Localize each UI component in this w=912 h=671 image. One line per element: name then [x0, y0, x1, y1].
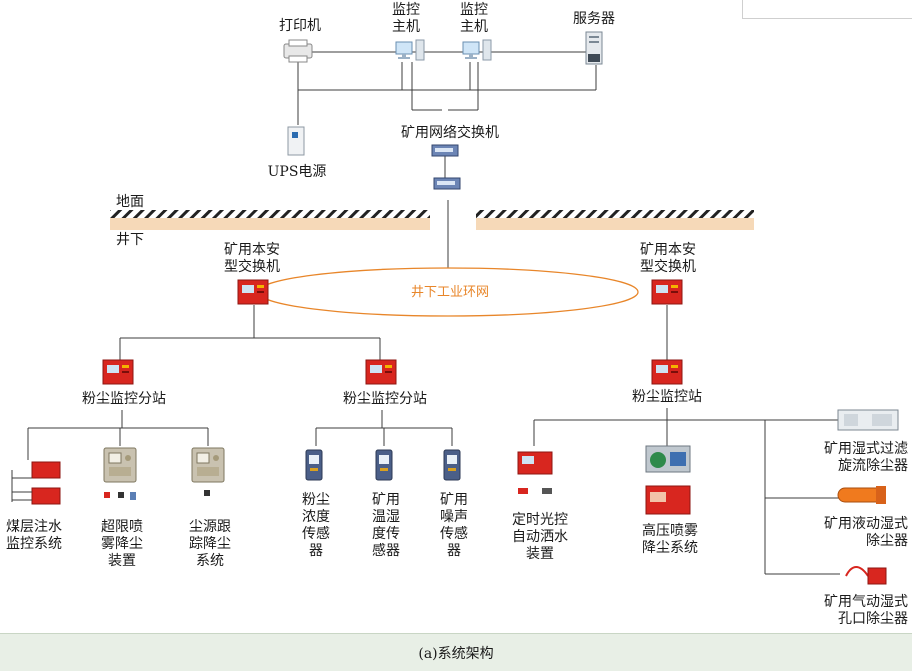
source-tracking-device	[191, 447, 225, 496]
coal-injection-device	[11, 461, 61, 505]
label-monitor-host-2: 监控 主机	[460, 2, 488, 35]
label-network-switch: 矿用网络交换机	[401, 125, 499, 141]
network-switch-icon	[431, 144, 459, 157]
pneumatic-wet-collector-icon	[845, 566, 887, 585]
label-server: 服务器	[573, 11, 615, 27]
label-ground: 地面	[116, 194, 144, 210]
label-ex-switch-left: 矿用本安 型交换机	[224, 242, 280, 275]
computer-icon	[462, 39, 492, 61]
liquid-wet-collector-icon	[837, 486, 886, 504]
high-pressure-spray-device	[645, 445, 691, 515]
red-substation-icon	[102, 359, 134, 385]
dust-sensor-icon	[305, 449, 323, 481]
label-underground: 井下	[116, 232, 144, 248]
system-architecture-diagram	[11, 31, 899, 585]
label-substation-mid: 粉尘监控分站	[343, 391, 427, 407]
network-switch-icon	[433, 177, 461, 190]
noise-sensor-icon	[443, 449, 461, 481]
label-ups: UPS电源	[267, 164, 327, 180]
label-high-pressure-spray: 高压喷雾 降尘系统	[642, 523, 698, 556]
timed-sprinkler-device	[517, 451, 553, 494]
corner-frame	[742, 0, 912, 19]
temp-humidity-sensor-icon	[375, 449, 393, 481]
label-source-tracking: 尘源跟 踪降尘 系统	[189, 519, 231, 569]
server-icon	[585, 31, 603, 65]
label-dust-sensor: 粉尘 浓度 传感 器	[302, 492, 330, 559]
overlimit-spray-device	[103, 447, 137, 500]
label-overlimit-spray: 超限喷 雾降尘 装置	[101, 519, 143, 569]
red-substation-icon	[651, 359, 683, 385]
computer-icon	[395, 39, 425, 61]
label-pneumatic-wet-collector: 矿用气动湿式 孔口除尘器	[824, 594, 908, 627]
label-monitor-host-1: 监控 主机	[392, 2, 420, 35]
label-ex-switch-right: 矿用本安 型交换机	[640, 242, 696, 275]
label-ring-network: 井下工业环网	[410, 285, 489, 300]
red-substation-icon	[365, 359, 397, 385]
label-station-right: 粉尘监控站	[632, 389, 702, 405]
label-coal-injection: 煤层注水 监控系统	[6, 519, 62, 552]
red-switch-icon	[237, 279, 269, 305]
label-substation-left: 粉尘监控分站	[82, 391, 166, 407]
wet-filter-collector-icon	[837, 409, 899, 431]
printer-icon	[283, 39, 313, 63]
figure-caption: (a)系统架构	[418, 646, 494, 662]
label-temp-humidity-sensor: 矿用 温湿 度传 感器	[372, 492, 400, 559]
caption-bar	[0, 633, 912, 671]
ups-icon	[287, 126, 305, 156]
label-printer: 打印机	[279, 18, 321, 34]
label-timed-sprinkler: 定时光控 自动洒水 装置	[512, 512, 568, 562]
red-switch-icon	[651, 279, 683, 305]
label-liquid-wet-collector: 矿用液动湿式 除尘器	[824, 516, 908, 549]
label-wet-filter-collector: 矿用湿式过滤 旋流除尘器	[824, 441, 908, 474]
label-noise-sensor: 矿用 噪声 传感 器	[440, 492, 468, 559]
